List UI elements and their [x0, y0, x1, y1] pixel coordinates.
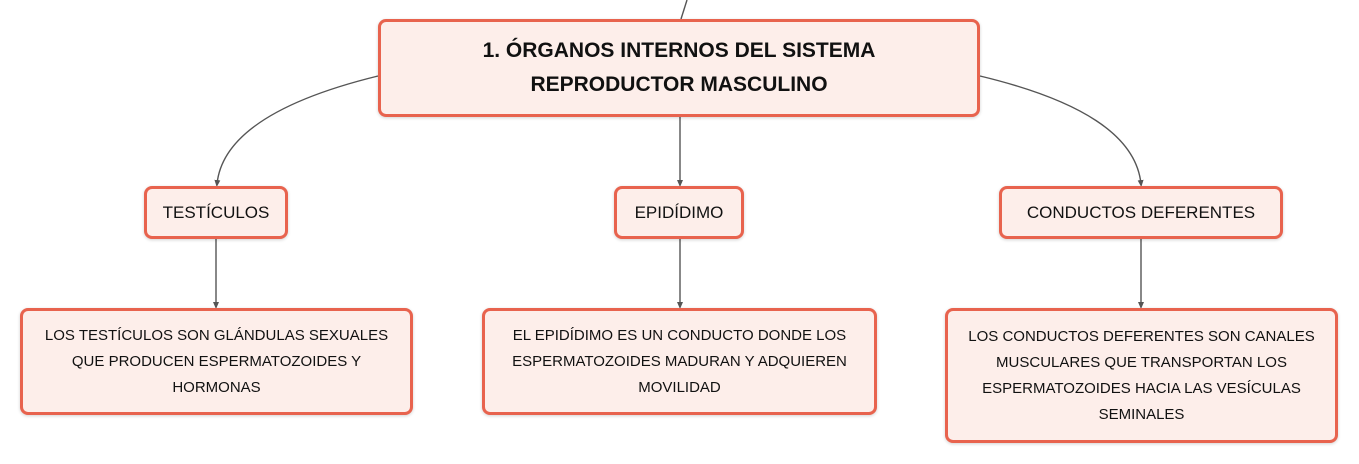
subtopic-testiculos-text: LOS TESTÍCULOS SON GLÁNDULAS SEXUALES QU…	[44, 326, 389, 396]
topic-epididimo[interactable]: EPIDÍDIMO	[614, 186, 744, 239]
subtopic-conductos-description[interactable]: LOS CONDUCTOS DEFERENTES SON CANALES MUS…	[945, 308, 1338, 443]
subtopic-epididimo-text: EL EPIDÍDIMO ES UN CONDUCTO DONDE LOS ES…	[512, 326, 847, 396]
topic-testiculos[interactable]: TESTÍCULOS	[144, 186, 288, 239]
topic-conductos-deferentes[interactable]: CONDUCTOS DEFERENTES	[999, 186, 1283, 239]
connector-root-conductos	[979, 75, 1144, 187]
root-topic-node[interactable]: 1. ÓRGANOS INTERNOS DEL SISTEMA REPRODUC…	[378, 19, 980, 117]
subtopic-conductos-text: LOS CONDUCTOS DEFERENTES SON CANALES MUS…	[968, 327, 1315, 423]
subtopic-testiculos-description[interactable]: LOS TESTÍCULOS SON GLÁNDULAS SEXUALES QU…	[20, 308, 413, 415]
topic-conductos-deferentes-label: CONDUCTOS DEFERENTES	[1026, 202, 1256, 222]
topic-epididimo-label: EPIDÍDIMO	[634, 202, 724, 222]
topic-testiculos-label: TESTÍCULOS	[162, 202, 270, 222]
root-topic-text: 1. ÓRGANOS INTERNOS DEL SISTEMA REPRODUC…	[482, 39, 876, 96]
parent-connector	[680, 0, 688, 20]
subtopic-epididimo-description[interactable]: EL EPIDÍDIMO ES UN CONDUCTO DONDE LOS ES…	[482, 308, 877, 415]
connector-root-testiculos	[214, 75, 379, 187]
